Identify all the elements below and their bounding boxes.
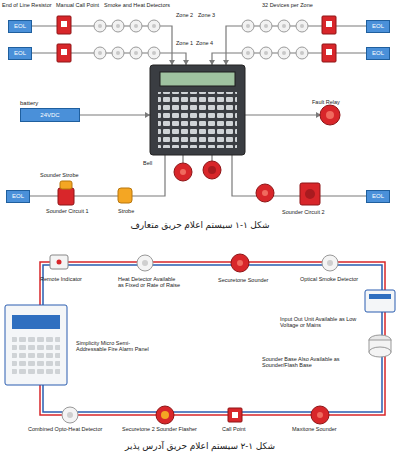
device-label: Heat Detector Available as Fixed or Rate…: [118, 276, 182, 289]
voltage-text: 24VDC: [40, 112, 59, 118]
zone-label: Zone 3: [198, 12, 215, 18]
device-label: Manual Call Point: [56, 2, 99, 8]
device-label: Strobe: [118, 208, 134, 214]
device-label: Combined Opto-Heat Detector: [28, 426, 102, 432]
battery-body: 24VDC: [20, 108, 80, 122]
eol-text: EOL: [372, 50, 384, 57]
eol-text: EOL: [14, 23, 26, 30]
eol-text: EOL: [372, 23, 384, 30]
device-label: Call Point: [222, 426, 246, 432]
device-label: Remote Indicator: [40, 276, 82, 282]
device-label: Bell: [143, 160, 152, 166]
eol-box: EOL: [366, 20, 390, 33]
device-label: Input Out Unit Available as Low Voltage …: [280, 316, 360, 329]
call-points: [57, 16, 336, 62]
device-label: Sounder Base Also Available as Sounder/F…: [262, 356, 358, 369]
eol-box: EOL: [8, 47, 32, 60]
detector-centres: [98, 24, 304, 55]
device-label: Smoke and Heat Detectors: [104, 2, 170, 8]
battery-heading: battery: [20, 100, 80, 107]
device-label: Fault Relay: [312, 99, 340, 105]
device-label: Sounder Strobe: [40, 172, 79, 178]
circuit-label: Sounder Circuit 2: [282, 209, 325, 215]
figure-caption: شکل ۱-۱ سیستم اعلام حریق متعارف: [0, 220, 400, 230]
loop-devices: [5, 254, 395, 424]
eol-box: EOL: [6, 190, 30, 203]
control-panel: [150, 65, 245, 155]
eol-text: EOL: [372, 193, 384, 200]
circuit-label: Sounder Circuit 1: [46, 208, 89, 214]
zone-label: Zone 4: [196, 40, 213, 46]
eol-box: EOL: [366, 190, 390, 203]
zone-label: Zone 2: [176, 12, 193, 18]
eol-text: EOL: [12, 193, 24, 200]
device-label: Securetone Sounder: [218, 277, 268, 283]
device-label: Maxitone Sounder: [292, 426, 337, 432]
device-label: End of Line Resistor: [2, 2, 52, 8]
wires: [30, 26, 366, 196]
eol-box: EOL: [8, 20, 32, 33]
device-label: 32 Devices per Zone: [262, 2, 313, 8]
figure-caption: شکل ۱-۲ سیستم اعلام حریق آدرس پذیر: [0, 441, 400, 451]
detectors: [94, 20, 308, 59]
eol-box: EOL: [366, 47, 390, 60]
loop: [40, 262, 385, 415]
eol-text: EOL: [14, 50, 26, 57]
battery-box: battery 24VDC: [20, 100, 80, 122]
panel-label: Simplicity Micro Semi-Addressable Fire A…: [76, 340, 156, 353]
device-label: Optical Smoke Detector: [300, 276, 358, 282]
sounders: [58, 105, 340, 205]
zone-label: Zone 1: [176, 40, 193, 46]
device-label: Securetone 2 Sounder Flasher: [122, 426, 197, 432]
